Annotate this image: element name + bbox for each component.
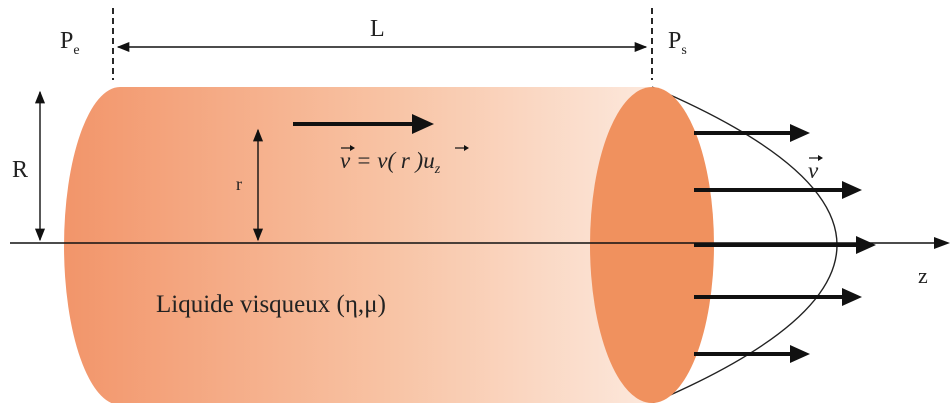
tube-end-cap <box>590 87 714 403</box>
velocity-arrowhead-4 <box>842 288 862 306</box>
axis-arrowhead <box>934 237 950 249</box>
velocity-arrowhead-2 <box>842 181 862 199</box>
flow-direction-arrowhead <box>412 114 434 134</box>
tube-body <box>64 87 652 403</box>
radius-label: R <box>12 157 28 183</box>
svg-text:v: v <box>808 158 819 183</box>
formula-v-vector-head <box>350 145 355 151</box>
formula-u-vector-head <box>464 145 469 151</box>
velocity-arrowhead-3 <box>856 236 876 254</box>
formula-unit-sub: z <box>434 162 441 177</box>
formula-unit-vector: u <box>423 148 435 173</box>
axis-label: z <box>918 263 928 288</box>
inlet-pressure-label: Pe <box>60 28 80 58</box>
velocity-arrowhead-1 <box>790 124 810 142</box>
velocity-vector-label: v <box>808 155 823 183</box>
length-label: L <box>370 16 385 42</box>
outlet-pressure-label: Ps <box>668 28 687 58</box>
formula-velocity-symbol: v <box>340 148 351 173</box>
local-radius-label: r <box>236 174 242 194</box>
svg-text:v = v( r )uz: v = v( r )uz <box>340 148 441 177</box>
velocity-arrows <box>694 124 876 363</box>
velocity-arrowhead-5 <box>790 345 810 363</box>
formula-rhs: = v( r ) <box>350 148 423 173</box>
velocity-formula: v = v( r )uz <box>340 145 469 177</box>
fluid-label: Liquide visqueux (η,μ) <box>156 291 386 318</box>
